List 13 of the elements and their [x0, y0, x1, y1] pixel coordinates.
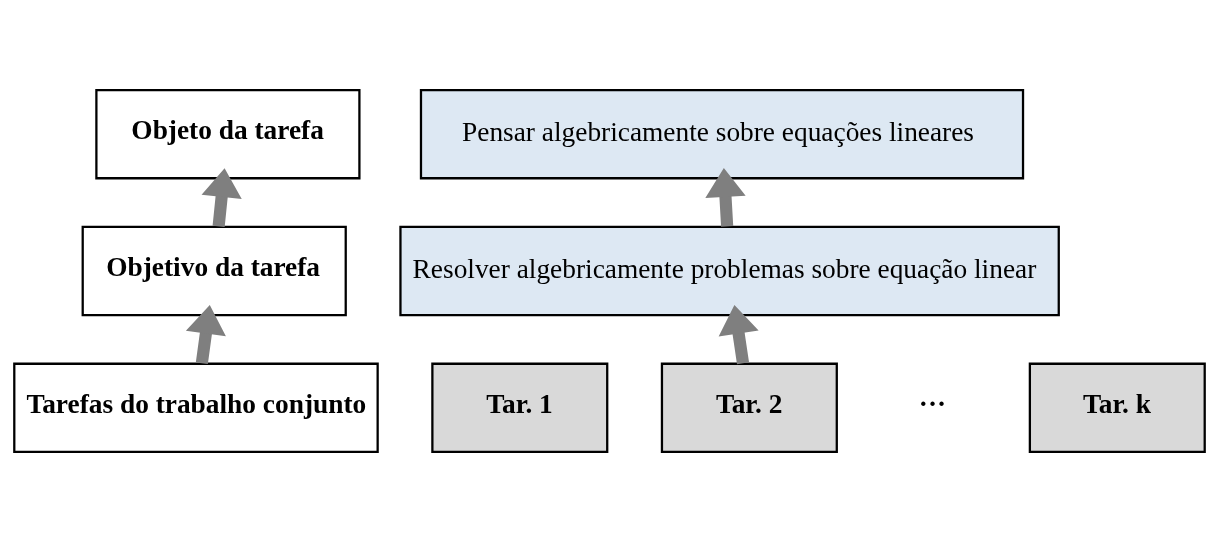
node-box: Tar. 2: [660, 362, 838, 454]
label: ···: [918, 389, 947, 419]
node-box: Tar. k: [1028, 362, 1206, 454]
node-box: Tarefas do trabalho conjunto: [13, 362, 379, 454]
node-box: Pensar algebricamente sobre equações lineares: [419, 88, 1025, 180]
arrow: [201, 168, 242, 228]
node-box: Objeto da tarefa: [95, 88, 361, 180]
arrow: [718, 305, 759, 365]
node-box: Tar. 1: [431, 362, 609, 454]
node-box: Resolver algebricamente problemas sobre equação linear: [399, 225, 1060, 317]
node-box: Objetivo da tarefa: [81, 225, 347, 317]
arrow: [185, 305, 226, 365]
arrow: [705, 168, 746, 227]
